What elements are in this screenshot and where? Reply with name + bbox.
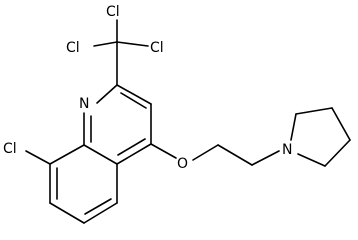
bond-c2-c3-double [120, 92, 147, 109]
atom-label-cl-top-right: Cl [150, 40, 164, 56]
atom-label-cl-top-center: Cl [106, 4, 120, 20]
bond-cb-cc [331, 107, 351, 141]
bond-c6-c5 [83, 202, 118, 224]
bond-ch2a-ch2b [217, 144, 253, 166]
bond-o-ch2a [192, 144, 219, 161]
bond-c4-c4a [116, 143, 152, 165]
bond-group [25, 19, 351, 224]
bond-c8-cl [25, 150, 51, 165]
bond-c4-c4a-double [117, 138, 146, 156]
atom-label-cl-ring: Cl [3, 141, 17, 157]
bond-n-ca [290, 113, 297, 141]
bond-c6-c5-double [84, 198, 112, 215]
bond-ccl3-cl-right [116, 41, 149, 47]
bond-cc-cd [324, 139, 351, 167]
atom-label-group: Cl Cl Cl Cl N O N [3, 4, 292, 172]
bond-c2-n1 [96, 84, 118, 104]
bond-c7-c6 [49, 202, 85, 224]
atom-label-ether-oxygen: O [177, 156, 188, 172]
bond-c4a-c8a [83, 144, 118, 165]
bond-c4-o [150, 143, 177, 159]
bond-ccl3-cl-left [93, 41, 118, 47]
chemical-structure: Cl Cl Cl Cl N O N [3, 4, 351, 224]
bond-c8a-c8 [49, 144, 85, 165]
atom-label-pyrrolidine-nitrogen: N [282, 142, 292, 158]
bond-ch2b-n [251, 150, 280, 166]
bond-cd-n [297, 153, 326, 167]
atom-label-ring-nitrogen: N [79, 96, 89, 112]
atom-label-cl-top-left: Cl [66, 40, 80, 56]
bond-ca-cb [295, 107, 333, 115]
bond-c2-c3 [116, 84, 152, 105]
